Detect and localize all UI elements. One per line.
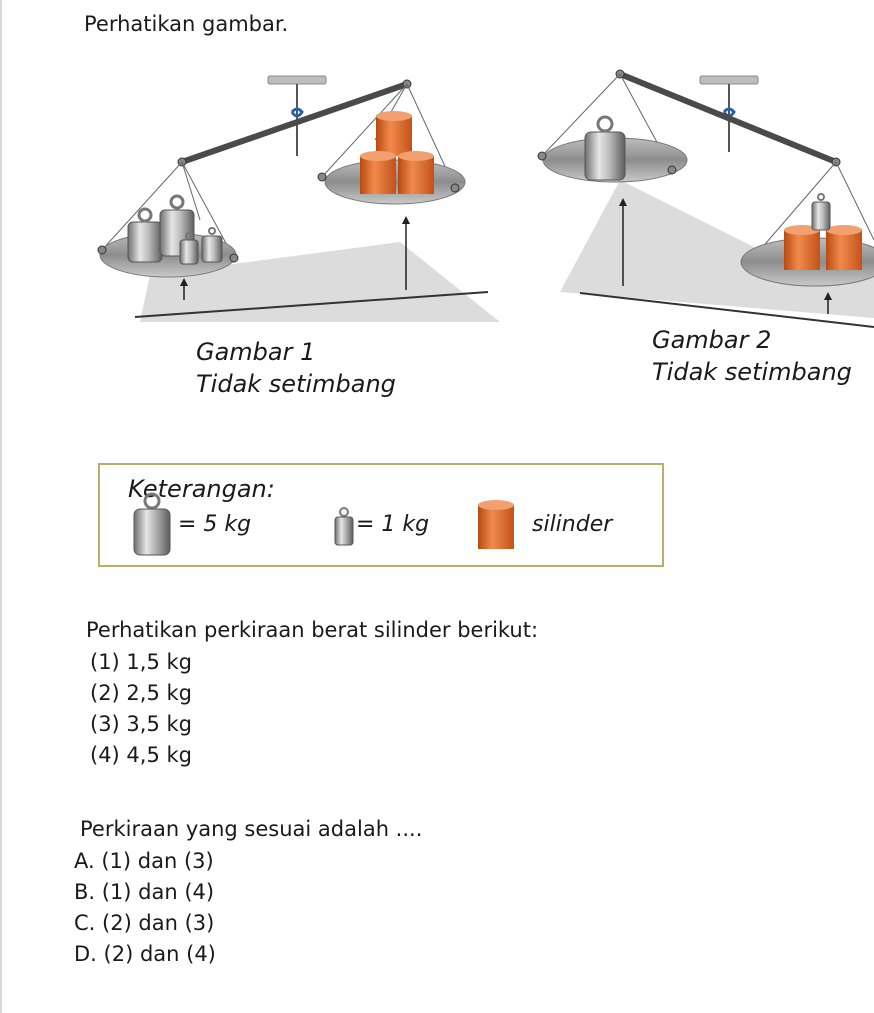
- page-left-border: [0, 0, 2, 1013]
- legend-title: Keterangan:: [128, 475, 275, 503]
- prompt-text: Perhatikan perkiraan berat silinder beri…: [86, 618, 539, 642]
- legend-box: Keterangan: = 5 kg = 1 kg silinder: [98, 463, 664, 567]
- weight-1kg-icon: [334, 507, 354, 546]
- figure-1-status: Tidak setimbang: [196, 370, 396, 398]
- legend-cylinder-label: silinder: [532, 512, 613, 537]
- intro-text: Perhatikan gambar.: [84, 12, 289, 36]
- scale-2: [537, 69, 874, 328]
- legend-5kg-label: = 5 kg: [178, 512, 252, 537]
- option-d[interactable]: D. (2) dan (4): [74, 942, 216, 966]
- figure-2-title: Gambar 2: [652, 326, 772, 354]
- estimate-list: (1) 1,5 kg (2) 2,5 kg (3) 3,5 kg (4) 4,5…: [90, 647, 192, 771]
- legend-1kg-label: = 1 kg: [356, 512, 430, 537]
- question-text: Perkiraan yang sesuai adalah ....: [80, 817, 423, 841]
- answer-options: A. (1) dan (3) B. (1) dan (4) C. (2) dan…: [74, 846, 216, 970]
- option-b[interactable]: B. (1) dan (4): [74, 880, 215, 904]
- scale-1: [97, 75, 500, 322]
- option-c[interactable]: C. (2) dan (3): [74, 911, 215, 935]
- cylinder-icon: [478, 500, 514, 549]
- shadow-1: [140, 242, 500, 322]
- estimate-item: (1) 1,5 kg: [90, 650, 192, 674]
- estimate-item: (4) 4,5 kg: [90, 743, 192, 767]
- weight-5kg-icon: [133, 492, 171, 556]
- figure-2-status: Tidak setimbang: [652, 358, 852, 386]
- estimate-item: (3) 3,5 kg: [90, 712, 192, 736]
- figure-1-title: Gambar 1: [196, 338, 316, 366]
- balance-figure: [97, 69, 874, 328]
- estimate-item: (2) 2,5 kg: [90, 681, 192, 705]
- option-a[interactable]: A. (1) dan (3): [74, 849, 214, 873]
